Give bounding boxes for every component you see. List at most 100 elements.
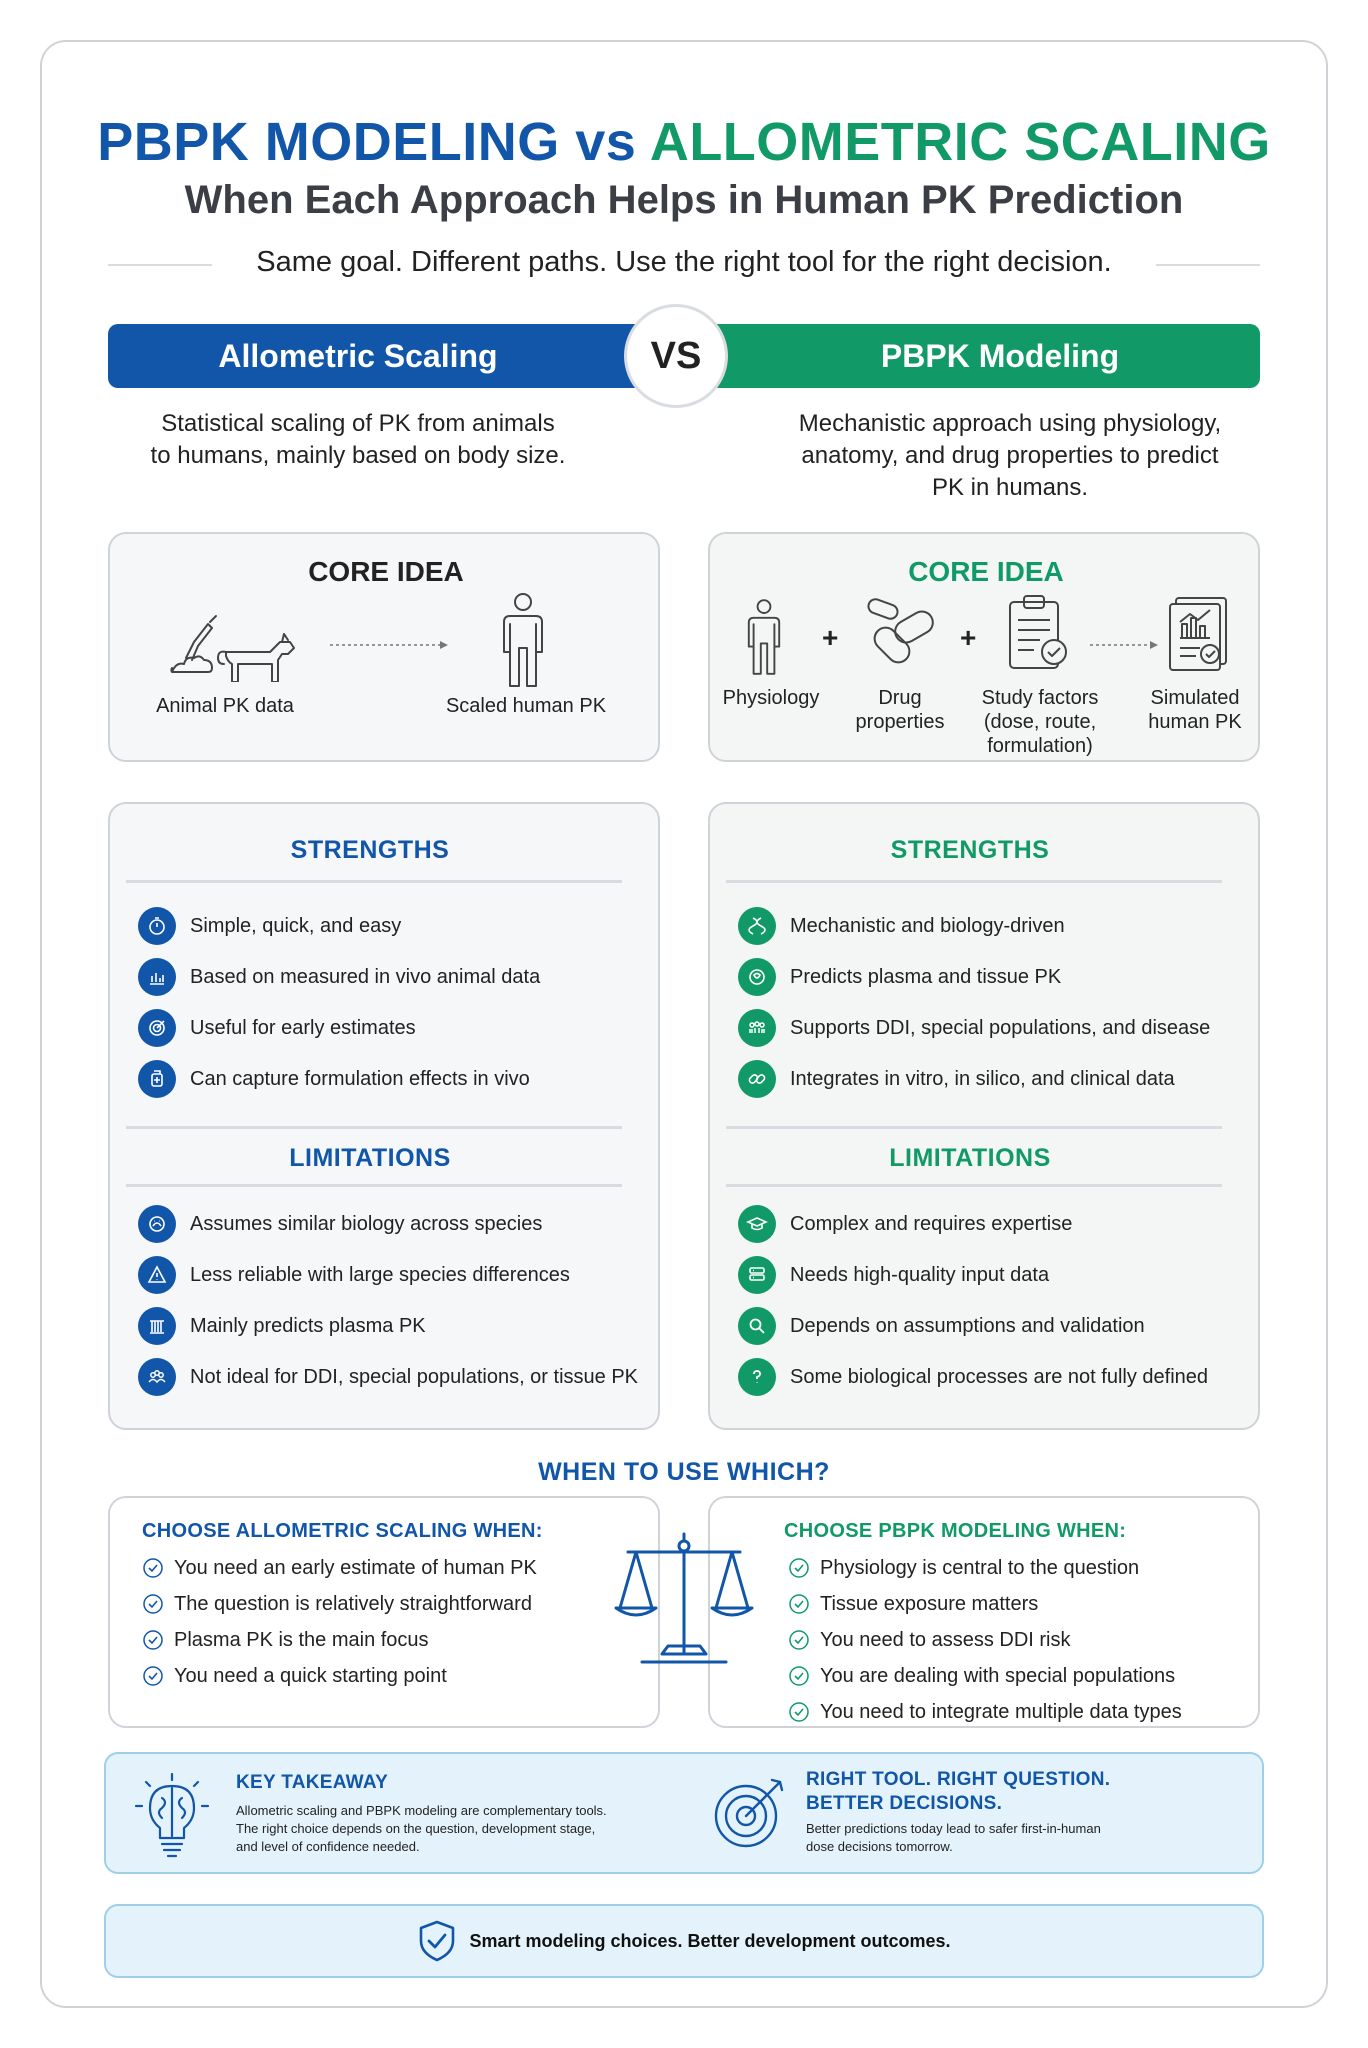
organ-icon [738, 958, 776, 996]
divider [126, 880, 622, 883]
when-to-use-title: WHEN TO USE WHICH? [538, 1458, 830, 1486]
study-factors-label: Study factors (dose, route, formulation) [981, 687, 1099, 757]
link-icon [738, 1060, 776, 1098]
divider [726, 880, 1222, 883]
list-item: Simple, quick, and easy [138, 906, 540, 946]
footer-banner: Smart modeling choices. Better developme… [104, 1904, 1264, 1978]
population-icon [738, 1009, 776, 1047]
check-circle-icon [789, 1630, 809, 1650]
arrow-icon [330, 641, 448, 649]
list-item: Complex and requires expertise [738, 1204, 1208, 1244]
physiology-icon [747, 599, 781, 675]
human-icon [503, 593, 543, 687]
key-takeaway-body: Allometric scaling and PBPK modeling are… [236, 1803, 607, 1854]
key-takeaway-title: KEY TAKEAWAY [236, 1772, 389, 1793]
target-icon [138, 1009, 176, 1047]
database-icon [738, 1256, 776, 1294]
magnifier-icon [738, 1307, 776, 1345]
divider-right [1156, 264, 1260, 266]
right-tool-title: RIGHT TOOL. RIGHT QUESTION. BETTER DECIS… [806, 1769, 1111, 1814]
pbpk-strengths-limitations: STRENGTHS Mechanistic and biology-driven… [708, 802, 1260, 1430]
allometric-core-idea: CORE IDEA Animal PK data Scaled human PK [108, 532, 660, 762]
species-icon [138, 1205, 176, 1243]
vs-badge: VS [624, 304, 728, 408]
balance-scale-icon [614, 1532, 754, 1664]
check-circle-icon [789, 1702, 809, 1722]
animal-icon [170, 615, 295, 682]
page-title: PBPK MODELING vs ALLOMETRIC SCALING [97, 112, 1271, 172]
right-tool-body: Better predictions today lead to safer f… [806, 1821, 1101, 1854]
choose-allometric-box: CHOOSE ALLOMETRIC SCALING WHEN: You need… [108, 1496, 660, 1728]
list-item: Depends on assumptions and validation [738, 1306, 1208, 1346]
limitations-list: Assumes similar biology across species L… [138, 1204, 638, 1397]
core-title: CORE IDEA [908, 556, 1064, 587]
list-item: Less reliable with large species differe… [138, 1255, 638, 1295]
check-circle-icon [789, 1666, 809, 1686]
list-item: You need to integrate multiple data type… [788, 1694, 1182, 1730]
choose-allometric-list: You need an early estimate of human PK T… [142, 1550, 537, 1694]
check-circle-icon [143, 1630, 163, 1650]
pbpk-description: Mechanistic approach using physiology, a… [798, 410, 1222, 501]
clipboard-icon [1009, 595, 1067, 669]
limitations-list: Complex and requires expertise Needs hig… [738, 1204, 1208, 1397]
list-item: Mechanistic and biology-driven [738, 906, 1210, 946]
arrow-icon [1090, 641, 1158, 649]
plus-sign: + [822, 622, 839, 653]
pill-icon [867, 598, 934, 664]
footer-text: Smart modeling choices. Better developme… [469, 1930, 951, 1951]
list-item: You need to assess DDI risk [788, 1622, 1182, 1658]
test-tubes-icon [138, 1307, 176, 1345]
strengths-title: STRENGTHS [890, 836, 1050, 864]
list-item: The question is relatively straightforwa… [142, 1586, 537, 1622]
people-group-icon [138, 1358, 176, 1396]
divider [126, 1126, 622, 1129]
allometric-banner: Allometric Scaling [108, 324, 668, 388]
strengths-title: STRENGTHS [290, 836, 450, 864]
pbpk-banner: PBPK Modeling [700, 324, 1260, 388]
list-item: Needs high-quality input data [738, 1255, 1208, 1295]
plus-sign: + [960, 622, 977, 653]
strengths-list: Mechanistic and biology-driven Predicts … [738, 906, 1210, 1099]
dna-icon [738, 907, 776, 945]
allometric-description: Statistical scaling of PK from animals t… [150, 410, 566, 469]
tagline: Same goal. Different paths. Use the righ… [256, 246, 1112, 278]
graduation-cap-icon [738, 1205, 776, 1243]
physiology-label: Physiology [722, 687, 820, 709]
limitations-title: LIMITATIONS [289, 1144, 451, 1172]
check-circle-icon [143, 1594, 163, 1614]
list-item: Plasma PK is the main focus [142, 1622, 537, 1658]
animal-pk-label: Animal PK data [156, 695, 294, 717]
choose-allometric-title: CHOOSE ALLOMETRIC SCALING WHEN: [142, 1520, 543, 1542]
divider [126, 1184, 622, 1187]
choose-pbpk-box: CHOOSE PBPK MODELING WHEN: Physiology is… [708, 1496, 1260, 1728]
list-item: You need a quick starting point [142, 1658, 537, 1694]
check-circle-icon [143, 1558, 163, 1578]
simulated-human-pk-label: Simulated human PK [1148, 687, 1242, 733]
list-item: Integrates in vitro, in silico, and clin… [738, 1059, 1210, 1099]
divider-left [108, 264, 212, 266]
page-subtitle: When Each Approach Helps in Human PK Pre… [184, 178, 1184, 222]
choose-pbpk-list: Physiology is central to the question Ti… [788, 1550, 1182, 1730]
divider [726, 1184, 1222, 1187]
list-item: Based on measured in vivo animal data [138, 957, 540, 997]
report-chart-icon [1169, 597, 1227, 671]
list-item: Predicts plasma and tissue PK [738, 957, 1210, 997]
key-takeaway-panel: KEY TAKEAWAY Allometric scaling and PBPK… [104, 1752, 1264, 1874]
shield-check-icon [420, 1920, 455, 1962]
list-item: Not ideal for DDI, special populations, … [138, 1357, 638, 1397]
drug-properties-label: Drug properties [855, 687, 945, 733]
list-item: Useful for early estimates [138, 1008, 540, 1048]
check-circle-icon [789, 1558, 809, 1578]
bar-chart-icon [138, 958, 176, 996]
limitations-title: LIMITATIONS [889, 1144, 1051, 1172]
list-item: You are dealing with special populations [788, 1658, 1182, 1694]
strengths-list: Simple, quick, and easy Based on measure… [138, 906, 540, 1099]
scaled-human-pk-label: Scaled human PK [445, 695, 607, 717]
check-circle-icon [143, 1666, 163, 1686]
list-item: Some biological processes are not fully … [738, 1357, 1208, 1397]
stopwatch-icon [138, 907, 176, 945]
target-arrow-icon [714, 1778, 784, 1848]
list-item: Tissue exposure matters [788, 1586, 1182, 1622]
list-item: Supports DDI, special populations, and d… [738, 1008, 1210, 1048]
check-circle-icon [789, 1594, 809, 1614]
